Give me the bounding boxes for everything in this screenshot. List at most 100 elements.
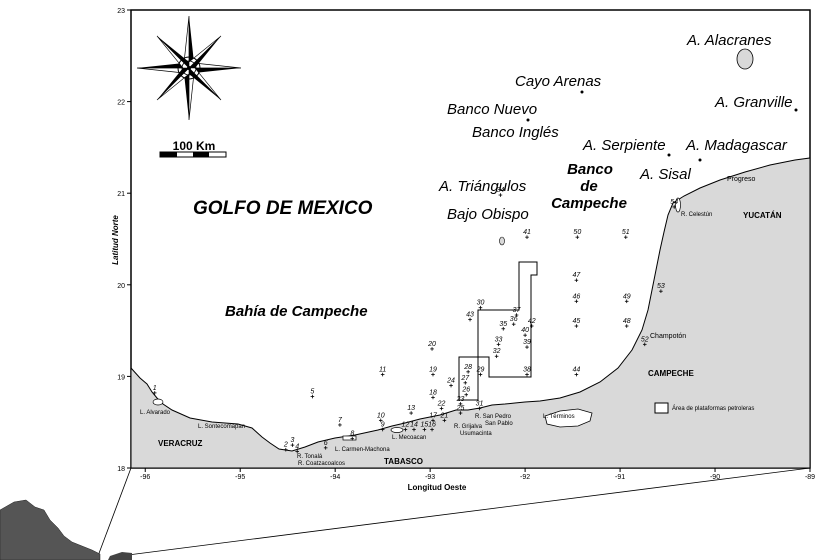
label-banco-ingles: Banco Inglés [472,124,559,141]
label-carmen-machona: L. Carmen-Machona [335,447,390,453]
station-marker: 1 [153,385,157,395]
label-madagascar: A. Madagascar [685,137,788,154]
station-label: 23 [456,396,465,403]
station-marker: 23 [456,396,465,406]
station-marker: 54 [670,199,678,209]
station-label: 13 [407,405,415,412]
label-bajo-obispo: Bajo Obispo [447,206,529,223]
station-marker: 2 [283,442,288,452]
label-golfo: GOLFO DE MEXICO [193,198,373,219]
station-label: 20 [427,341,436,348]
y-tick-label: 22 [117,100,125,107]
station-label: 48 [623,318,631,325]
station-marker: 45 [572,318,580,328]
station-label: 40 [521,327,529,334]
station-label: 4 [295,444,299,451]
station-marker: 30 [477,300,484,310]
label-triangulos: A. Triángulos [438,178,527,195]
station-label: 29 [476,367,485,374]
station-marker: 8 [350,431,354,441]
station-marker: 25 [456,405,465,415]
laguna-terminos [544,408,593,428]
label-grijalva-2: Usumacinta [460,431,492,437]
station-label: 54 [670,199,678,206]
x-axis-title: Longitud Oeste [408,483,467,492]
station-marker: 44 [572,367,580,377]
station-label: 15 [421,422,429,429]
scale-bar [159,151,227,158]
label-cayo-arenas: Cayo Arenas [515,73,602,90]
legend-platform-swatch [654,402,669,414]
station-marker: 33 [495,336,503,347]
station-label: 18 [429,389,437,396]
station-marker: 39 [523,339,531,349]
x-tick-label: -93 [425,474,435,481]
x-tick-label: -92 [520,474,530,481]
laguna-celestun [675,197,681,213]
station-marker: 22 [437,400,446,411]
station-marker: 37 [513,307,522,317]
label-san-pedro-2: San Pablo [485,421,513,427]
y-tick-label: 20 [117,283,125,290]
station-label: 14 [410,422,418,429]
station-label: 26 [461,387,470,394]
label-champoton: Champotón [650,333,686,340]
label-sisal: A. Sisal [639,166,692,183]
station-label: 5 [310,389,314,396]
y-tick-label: 19 [117,374,125,381]
alacranes-reef [736,48,754,70]
station-marker: 49 [623,293,631,304]
station-marker: 17 [429,412,438,423]
station-label: 3 [290,437,294,444]
station-label: 34 [497,187,505,194]
station-label: 41 [523,229,531,236]
station-label: 45 [572,318,580,325]
station-marker: 38 [523,367,531,377]
label-tonala: R. Tonalá [297,454,323,460]
inset-map [0,467,811,560]
label-coatzacoalcos: R. Coatzacoalcos [298,461,345,467]
label-banco-campeche-2: de [580,178,598,195]
label-sontecomapan: L. Sontecomapan [198,424,245,430]
serpiente-dot [667,153,671,157]
station-label: 46 [572,293,580,300]
laguna-carmen [342,435,357,441]
station-marker: 19 [429,367,437,377]
station-marker: 16 [428,422,436,432]
x-tick-label: -94 [330,474,340,481]
station-label: 10 [377,412,385,419]
label-progreso: Progreso [727,176,756,183]
label-yucatan: YUCATÁN [743,211,782,220]
station-label: 35 [499,321,507,328]
label-banco-campeche-3: Campeche [551,195,627,212]
station-marker: 24 [446,378,455,388]
station-marker: 15 [421,422,429,432]
label-alacranes: A. Alacranes [686,32,772,49]
station-label: 43 [466,312,474,319]
station-label: 32 [493,348,501,355]
station-label: 12 [402,422,410,429]
station-marker: 13 [407,405,415,415]
station-label: 19 [429,367,437,374]
station-label: 31 [476,400,484,407]
label-banco-nuevo: Banco Nuevo [447,101,537,118]
station-marker: 5 [310,389,314,399]
station-marker: 46 [572,293,580,304]
station-marker: 32 [493,348,501,359]
station-label: 36 [510,316,518,323]
station-label: 25 [456,405,465,412]
inset-mexico-shape [0,499,101,560]
station-marker: 50 [573,229,581,239]
label-serpiente: A. Serpiente [582,137,666,154]
label-banco-campeche-1: Banco [567,161,613,178]
station-marker: 35 [499,321,507,331]
station-label: 22 [437,400,446,407]
station-label: 53 [657,283,665,290]
station-label: 49 [623,293,631,300]
station-marker: 27 [460,375,470,385]
station-label: 28 [463,364,472,371]
station-label: 9 [381,422,385,429]
label-granville: A. Granville [714,94,793,111]
cayo-arenas-dot [580,90,584,94]
station-marker: 28 [463,364,472,374]
